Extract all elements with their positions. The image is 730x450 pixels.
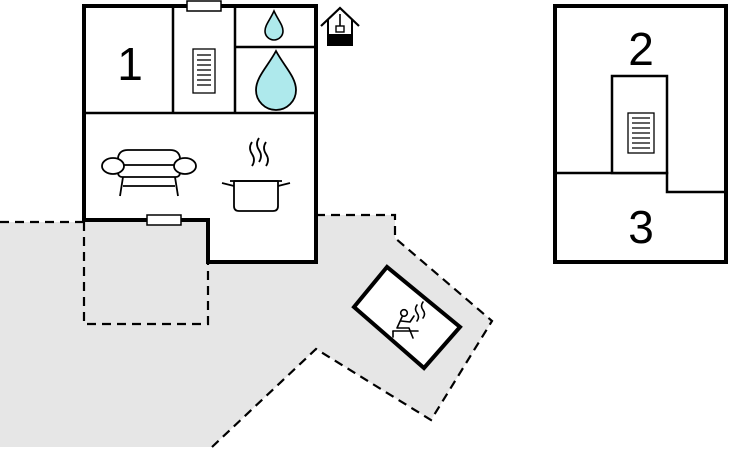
upper-floor: [553, 4, 728, 264]
room-label-2: 2: [628, 23, 654, 75]
window: [146, 214, 182, 226]
stairs-icon: [192, 48, 216, 94]
well-icon: [320, 6, 360, 46]
water-drop-small-icon: [264, 9, 284, 41]
stairs-icon: [627, 112, 655, 154]
terrace: [0, 213, 494, 448]
window: [186, 0, 222, 12]
room-label-3: 3: [628, 201, 654, 253]
water-drop-large-icon: [255, 49, 297, 111]
hot-tub-icon: [392, 301, 426, 339]
room-label-1: 1: [117, 38, 143, 90]
cooking-pot-icon: [221, 137, 291, 212]
sofa-icon: [101, 149, 197, 197]
hot-tub: [351, 264, 463, 371]
